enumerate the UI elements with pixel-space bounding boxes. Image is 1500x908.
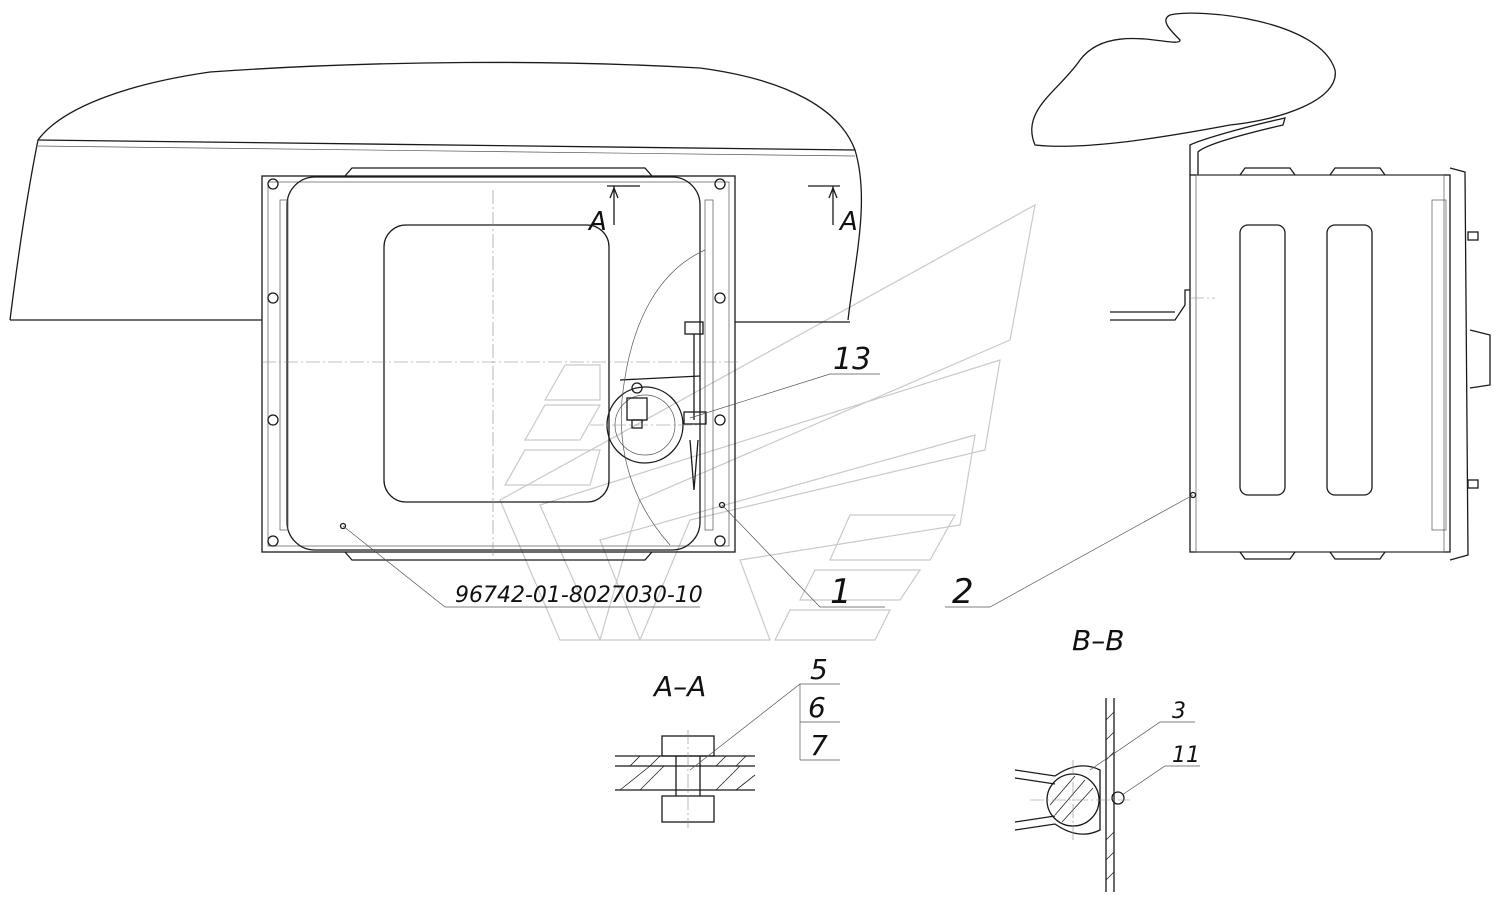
watermark-logo: [499, 203, 1036, 641]
callout-7: 7: [810, 729, 828, 762]
bolt-markers: [267, 178, 726, 547]
callout-11: 11: [1172, 743, 1200, 768]
section-bb-detail: В–В 3 11: [1014, 624, 1200, 892]
section-mark-a-left: А: [587, 207, 607, 237]
box-front-view: А А: [261, 167, 858, 561]
callout-13: 13: [833, 342, 871, 377]
vehicle-body-outline: [9, 61, 863, 323]
latch-mechanism: [590, 249, 707, 546]
callout-6: 6: [808, 691, 826, 724]
section-mark-a-right: А: [838, 207, 858, 237]
section-aa-detail: А–А 5 6 7: [615, 653, 840, 828]
callout-3: 3: [1172, 699, 1186, 724]
callout-5: 5: [810, 653, 828, 686]
box-side-view: [1031, 12, 1491, 561]
section-title-aa: А–А: [652, 670, 706, 703]
callout-part-number: 96742-01-8027030-10: [455, 583, 703, 608]
leader-lines: [342, 373, 1194, 608]
callout-2: 2: [952, 572, 974, 612]
section-title-bb: В–В: [1072, 624, 1124, 657]
callout-1: 1: [830, 572, 852, 612]
